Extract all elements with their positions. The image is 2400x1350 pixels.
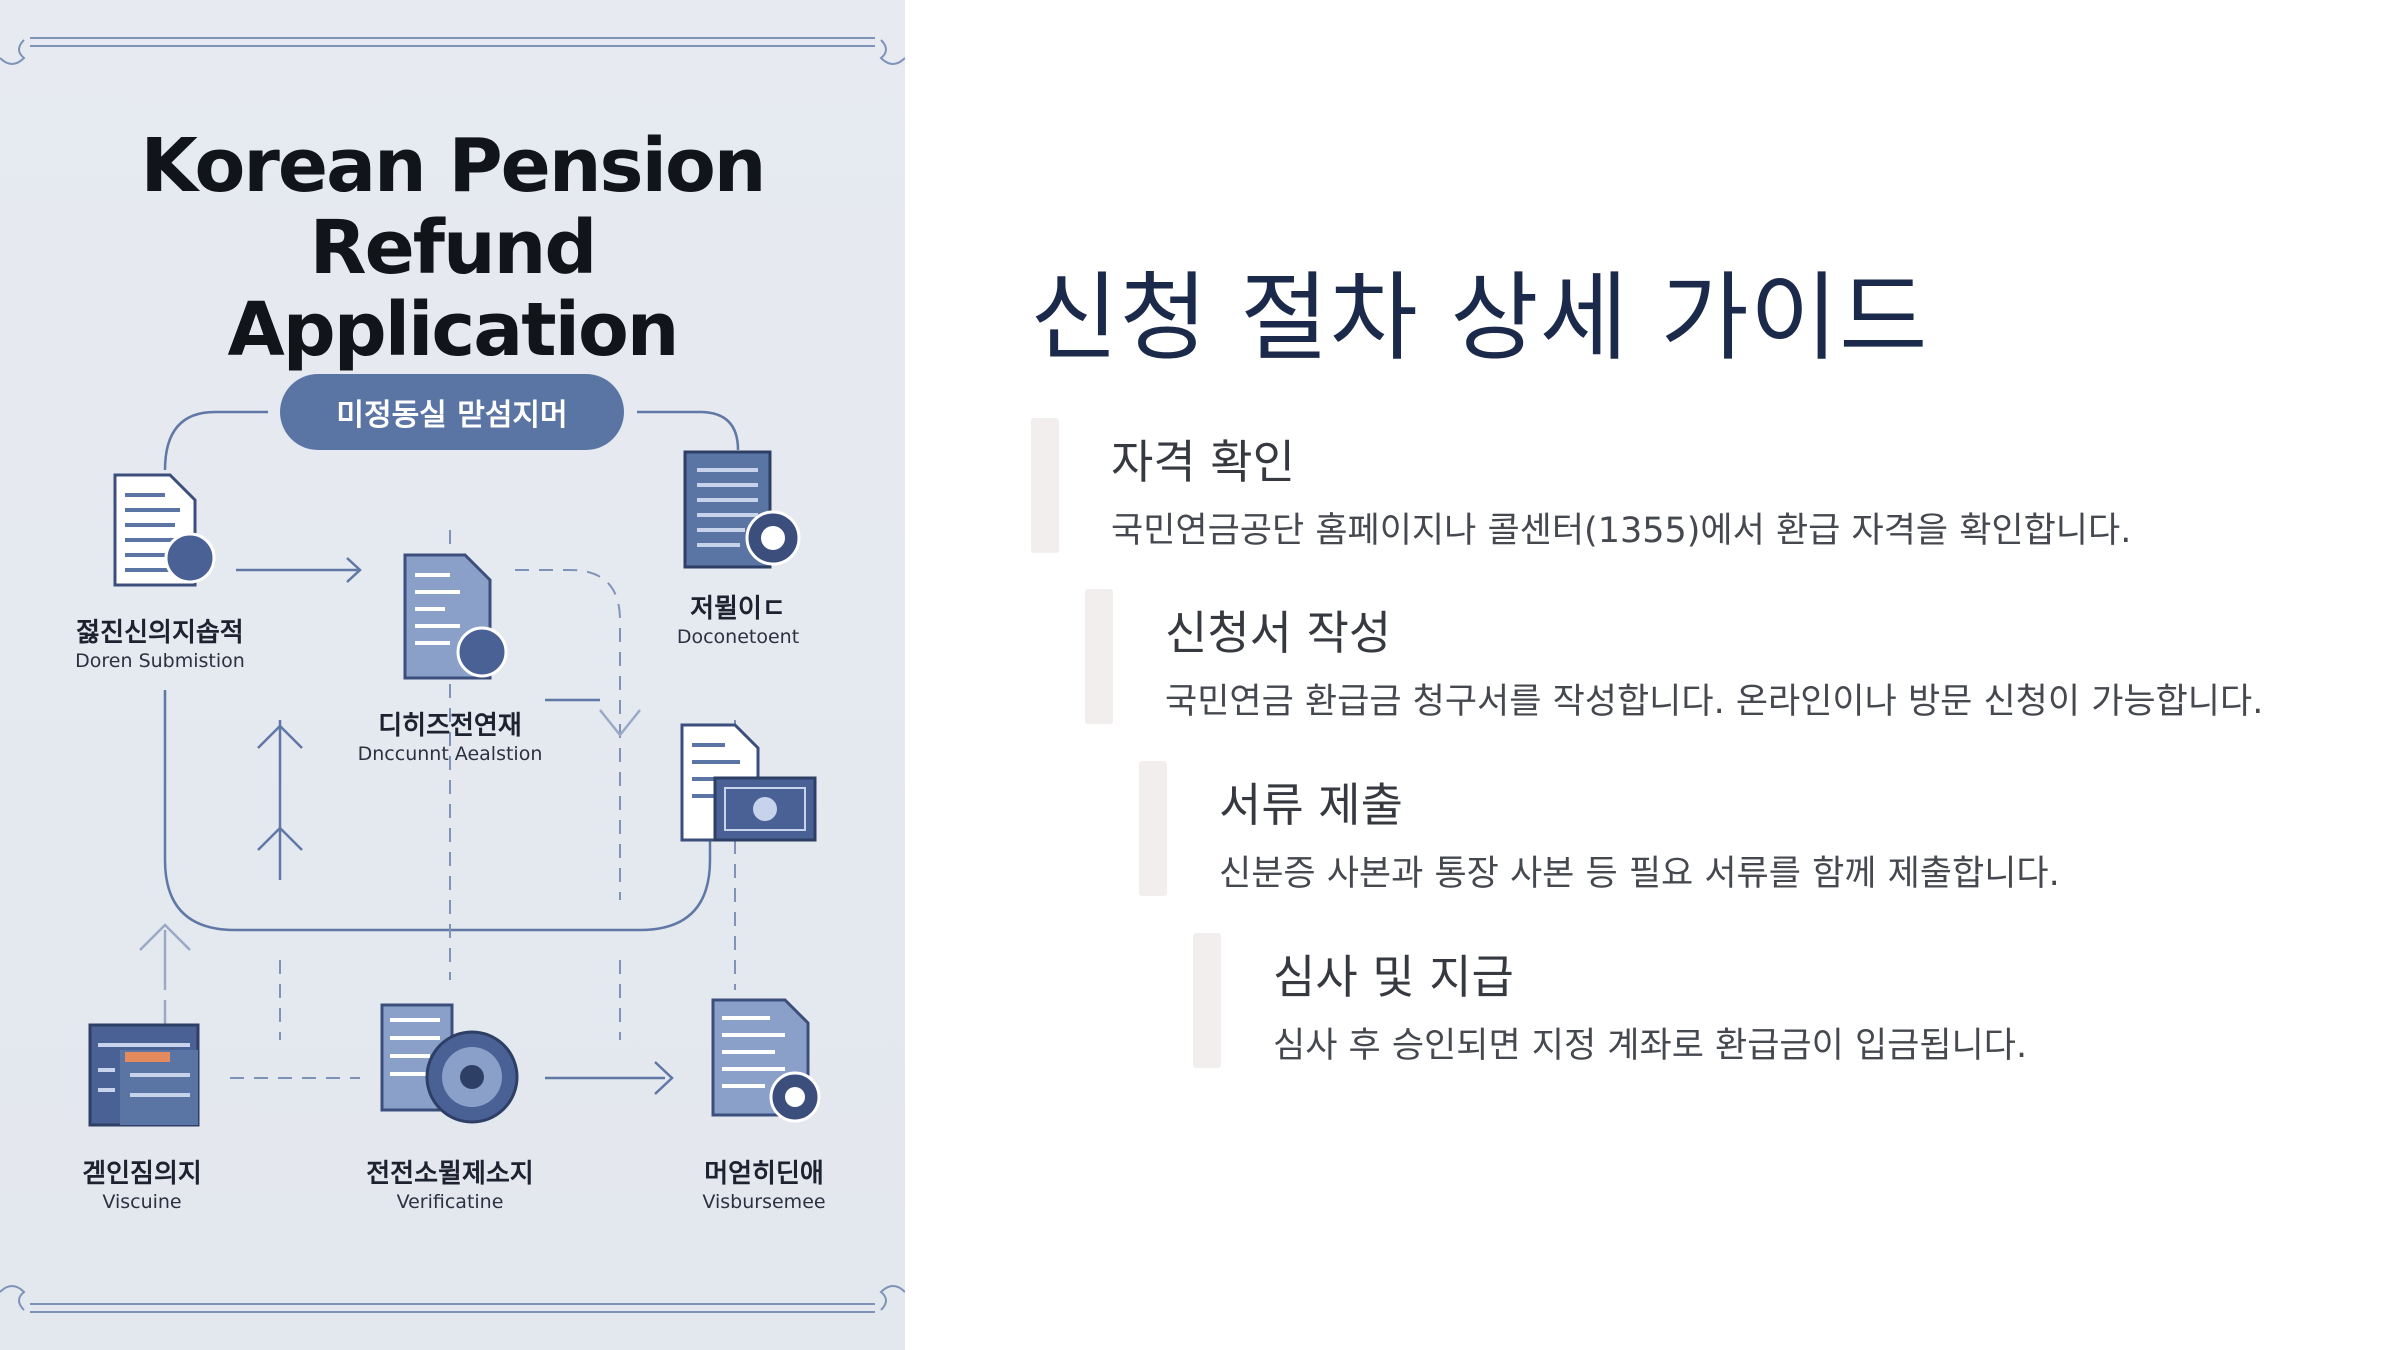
disbursement-document-icon (711, 998, 821, 1123)
step-accent-bar (1031, 418, 1059, 553)
step-accent-bar (1139, 761, 1167, 896)
poster-image: Korean Pension Refund Application 미정동실 맏… (0, 0, 905, 1350)
document-review-icon (683, 450, 801, 569)
bank-note-icon (680, 723, 817, 842)
node-4-english-label: Viscuine (102, 1191, 182, 1213)
guide-title: 신청 절차 상세 가이드 (1030, 262, 1929, 374)
step-title: 자격 확인 (1111, 435, 1295, 489)
node-1-korean-label: 젏진신의지솝적 (76, 618, 244, 648)
node-6-korean-label: 머얻히딘애 (704, 1159, 824, 1189)
step-accent-bar (1193, 933, 1221, 1068)
step-title: 신청서 작성 (1165, 606, 1392, 660)
poster-diagram-art (0, 37, 905, 1313)
poster-title-line2: Application (227, 287, 679, 373)
step-title: 심사 및 지급 (1273, 950, 1514, 1004)
step-accent-bar (1085, 589, 1113, 724)
node-2-english-label: Dnccunnt Aealstion (357, 743, 543, 765)
node-1-english-label: Doren Submistion (75, 650, 245, 672)
step-title: 서류 제출 (1219, 778, 1403, 832)
document-submission-icon (113, 473, 216, 587)
flow-lines (163, 410, 740, 1095)
verification-seal-icon (380, 1003, 519, 1124)
node-5-english-label: Verificatine (396, 1191, 504, 1213)
node-6-english-label: Visbursemee (702, 1191, 826, 1213)
step-description: 신분증 사본과 통장 사본 등 필요 서류를 함께 제출합니다. (1219, 854, 2060, 894)
step-description: 국민연금공단 홈페이지나 콜센터(1355)에서 환급 자격을 확인합니다. (1111, 511, 2132, 551)
node-5-korean-label: 전전소뮐제소지 (366, 1159, 534, 1189)
document-application-icon (403, 553, 508, 680)
node-3-english-label: Doconetoent (676, 626, 800, 648)
step-description: 국민연금 환급금 청구서를 작성합니다. 온라인이나 방문 신청이 가능합니다. (1165, 682, 2264, 722)
poster-pill-label: 미정동실 맏섬지머 (280, 374, 624, 450)
node-2-korean-label: 디히즈전연재 (378, 711, 522, 741)
step-description: 심사 후 승인되면 지정 계좌로 환급금이 입금됩니다. (1273, 1026, 2028, 1066)
node-4-korean-label: 겓인짐의지 (82, 1159, 202, 1189)
verification-folder-icon (88, 1023, 200, 1127)
poster-title-line1: Korean Pension Refund (140, 123, 767, 291)
poster-title: Korean Pension Refund Application (0, 125, 905, 371)
node-3-korean-label: 저뮐이ㄷ (690, 594, 786, 624)
poster-frame (0, 37, 905, 1313)
